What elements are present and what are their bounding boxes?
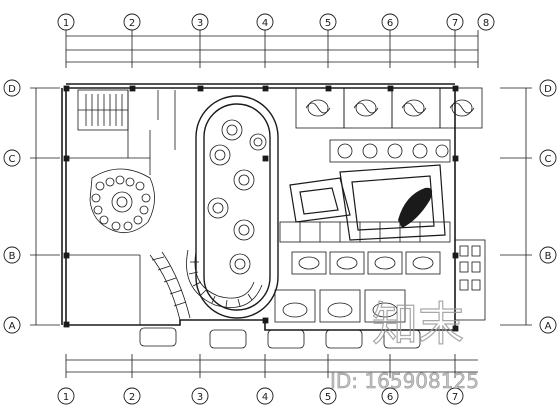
grid-column-1-bottom: 1: [57, 387, 75, 405]
grid-row-B-right-label: B: [545, 251, 552, 262]
grid-column-6-top: 6: [381, 13, 399, 31]
grid-column-4-top: 4: [256, 13, 274, 31]
lower-booths: [291, 251, 441, 275]
private-rooms-top: [295, 87, 483, 129]
watermark: 知末 ID: 165908125: [330, 296, 479, 393]
central-oval-lounge: [195, 95, 279, 319]
spiral-staircase: [186, 249, 263, 308]
grid-column-3-bottom-label: 3: [197, 392, 203, 403]
grid-row-A-right-label: A: [545, 321, 552, 332]
grid-axis-top: 1 2 3 4 5 6 7 8: [57, 13, 495, 31]
grid-column-2-top: 2: [123, 13, 141, 31]
grid-column-4-bottom-label: 4: [262, 392, 268, 403]
grid-row-D-right: D: [539, 79, 557, 97]
grid-column-7-bottom: 7: [446, 387, 464, 405]
parked-cars: [139, 327, 421, 349]
grid-row-C-left-label: C: [9, 154, 16, 165]
watermark-brand: 知末: [372, 297, 464, 351]
grid-axis-right: D C B A: [539, 79, 557, 334]
grid-column-2-bottom: 2: [123, 387, 141, 405]
grid-row-C-left: C: [3, 149, 21, 167]
stairwell: [77, 89, 129, 131]
right-dimension-lines: [500, 87, 532, 326]
structural-columns: [63, 85, 459, 332]
grid-column-1-top: 1: [57, 13, 75, 31]
grid-column-7-top: 7: [446, 13, 464, 31]
grid-column-6-top-label: 6: [387, 18, 393, 29]
grid-row-D-left: D: [3, 79, 21, 97]
grid-column-3-top-label: 3: [197, 18, 203, 29]
grid-row-D-left-label: D: [8, 84, 16, 95]
curved-stair-lower: [149, 251, 191, 321]
grid-row-B-left-label: B: [9, 251, 16, 262]
grid-row-B-left: B: [3, 246, 21, 264]
grid-row-B-right: B: [539, 246, 557, 264]
grid-column-6-bottom: 6: [381, 387, 399, 405]
bottom-private-rooms: [274, 289, 406, 323]
grid-column-1-bottom-label: 1: [63, 392, 69, 403]
dining-tables-row: [279, 221, 451, 243]
grid-column-8-top: 8: [477, 13, 495, 31]
grid-axis-left: D C B A: [3, 79, 21, 334]
grid-axis-bottom: 1 2 3 4 5 6 7: [57, 387, 464, 405]
grid-column-3-top: 3: [191, 13, 209, 31]
grid-column-5-bottom-label: 5: [325, 392, 331, 403]
grid-column-5-top: 5: [319, 13, 337, 31]
grid-row-D-right-label: D: [544, 84, 552, 95]
watermark-id: ID: 165908125: [330, 369, 479, 393]
grid-column-5-bottom: 5: [319, 387, 337, 405]
grid-row-A-left-label: A: [9, 321, 16, 332]
grid-column-8-top-label: 8: [483, 18, 489, 29]
grid-column-4-bottom: 4: [256, 387, 274, 405]
bar-counter: [289, 164, 446, 241]
grid-row-C-right-label: C: [545, 154, 552, 165]
grid-column-7-bottom-label: 7: [452, 392, 458, 403]
grid-column-3-bottom: 3: [191, 387, 209, 405]
grid-row-A-left: A: [3, 316, 21, 334]
grid-column-2-bottom-label: 2: [129, 392, 135, 403]
restrooms: [454, 239, 486, 321]
grid-row-C-right: C: [539, 149, 557, 167]
bottom-dimension-lines: [65, 354, 478, 378]
dining-cluster: [89, 168, 155, 234]
grid-column-2-top-label: 2: [129, 18, 135, 29]
grid-column-6-bottom-label: 6: [387, 392, 393, 403]
grid-column-7-top-label: 7: [452, 18, 458, 29]
left-dimension-lines: [30, 87, 60, 326]
rose-motifs: [207, 119, 267, 275]
grid-column-1-top-label: 1: [63, 18, 69, 29]
grand-piano: [398, 187, 433, 228]
grid-row-A-right: A: [539, 316, 557, 334]
top-dimension-lines: [65, 30, 479, 68]
grid-column-5-top-label: 5: [325, 18, 331, 29]
booth-row: [329, 139, 451, 163]
interior-partitions: [66, 90, 176, 325]
grid-column-4-top-label: 4: [262, 18, 268, 29]
